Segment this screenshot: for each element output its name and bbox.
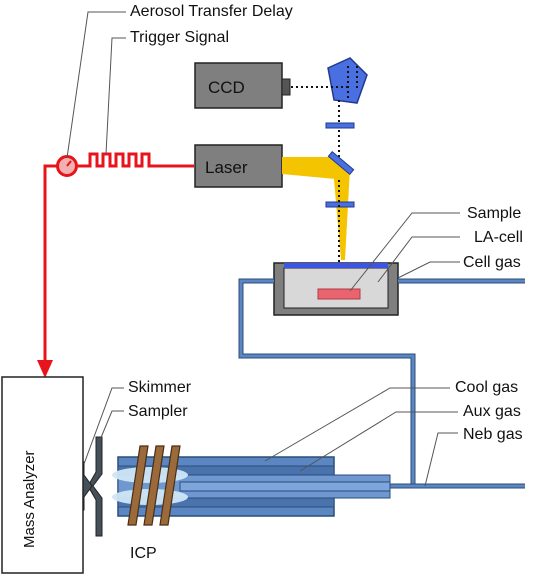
label-sampler: Sampler bbox=[128, 403, 188, 420]
label-skimmer: Skimmer bbox=[128, 379, 192, 396]
ccd-lens bbox=[281, 78, 291, 96]
cell-chamber bbox=[283, 267, 389, 309]
pentaprism-icon bbox=[327, 57, 368, 104]
sampler-cone bbox=[87, 436, 103, 537]
trigger-arrowhead bbox=[37, 360, 53, 378]
la-cell bbox=[273, 262, 399, 316]
torch-inner-capillary bbox=[179, 481, 391, 492]
laser-beam-horizontal bbox=[282, 157, 350, 180]
mass-analyzer-box bbox=[1, 376, 84, 574]
label-cell-gas: Cell gas bbox=[463, 254, 521, 271]
laser-beam-vertical bbox=[333, 168, 350, 260]
label-la-cell: LA-cell bbox=[474, 229, 523, 246]
label-cool-gas: Cool gas bbox=[455, 379, 518, 396]
ccd-camera: CCD bbox=[194, 62, 291, 109]
cell-window bbox=[284, 263, 388, 268]
cone-leaders bbox=[83, 387, 124, 465]
label-neb-gas: Neb gas bbox=[463, 426, 523, 443]
label-icp: ICP bbox=[130, 545, 157, 562]
sample-target bbox=[317, 288, 361, 300]
lens-1 bbox=[325, 122, 355, 129]
trigger-line-to-analyzer bbox=[43, 164, 60, 375]
label-aerosol-transfer-delay: Aerosol Transfer Delay bbox=[130, 3, 293, 20]
label-aux-gas: Aux gas bbox=[463, 403, 521, 420]
torch-leaders bbox=[264, 387, 458, 487]
label-trigger-signal: Trigger Signal bbox=[130, 29, 229, 46]
signal-path bbox=[37, 152, 194, 378]
ccd-box bbox=[194, 62, 283, 109]
laser-source: Laser bbox=[194, 144, 283, 188]
ccd-label: CCD bbox=[208, 78, 245, 97]
laser-label: Laser bbox=[205, 158, 248, 177]
label-sample: Sample bbox=[467, 205, 521, 222]
clock-hand bbox=[66, 160, 72, 167]
beam-mirror bbox=[327, 150, 355, 176]
rf-coil bbox=[127, 445, 181, 526]
gas-tubing bbox=[238, 278, 525, 489]
cell-leaders bbox=[349, 212, 460, 292]
mass-analyzer: Mass Analyzer bbox=[1, 376, 84, 574]
trigger-pulse-train-icon bbox=[78, 152, 194, 168]
top-leaders bbox=[66, 11, 126, 159]
mass-analyzer-label: Mass Analyzer bbox=[21, 450, 38, 548]
